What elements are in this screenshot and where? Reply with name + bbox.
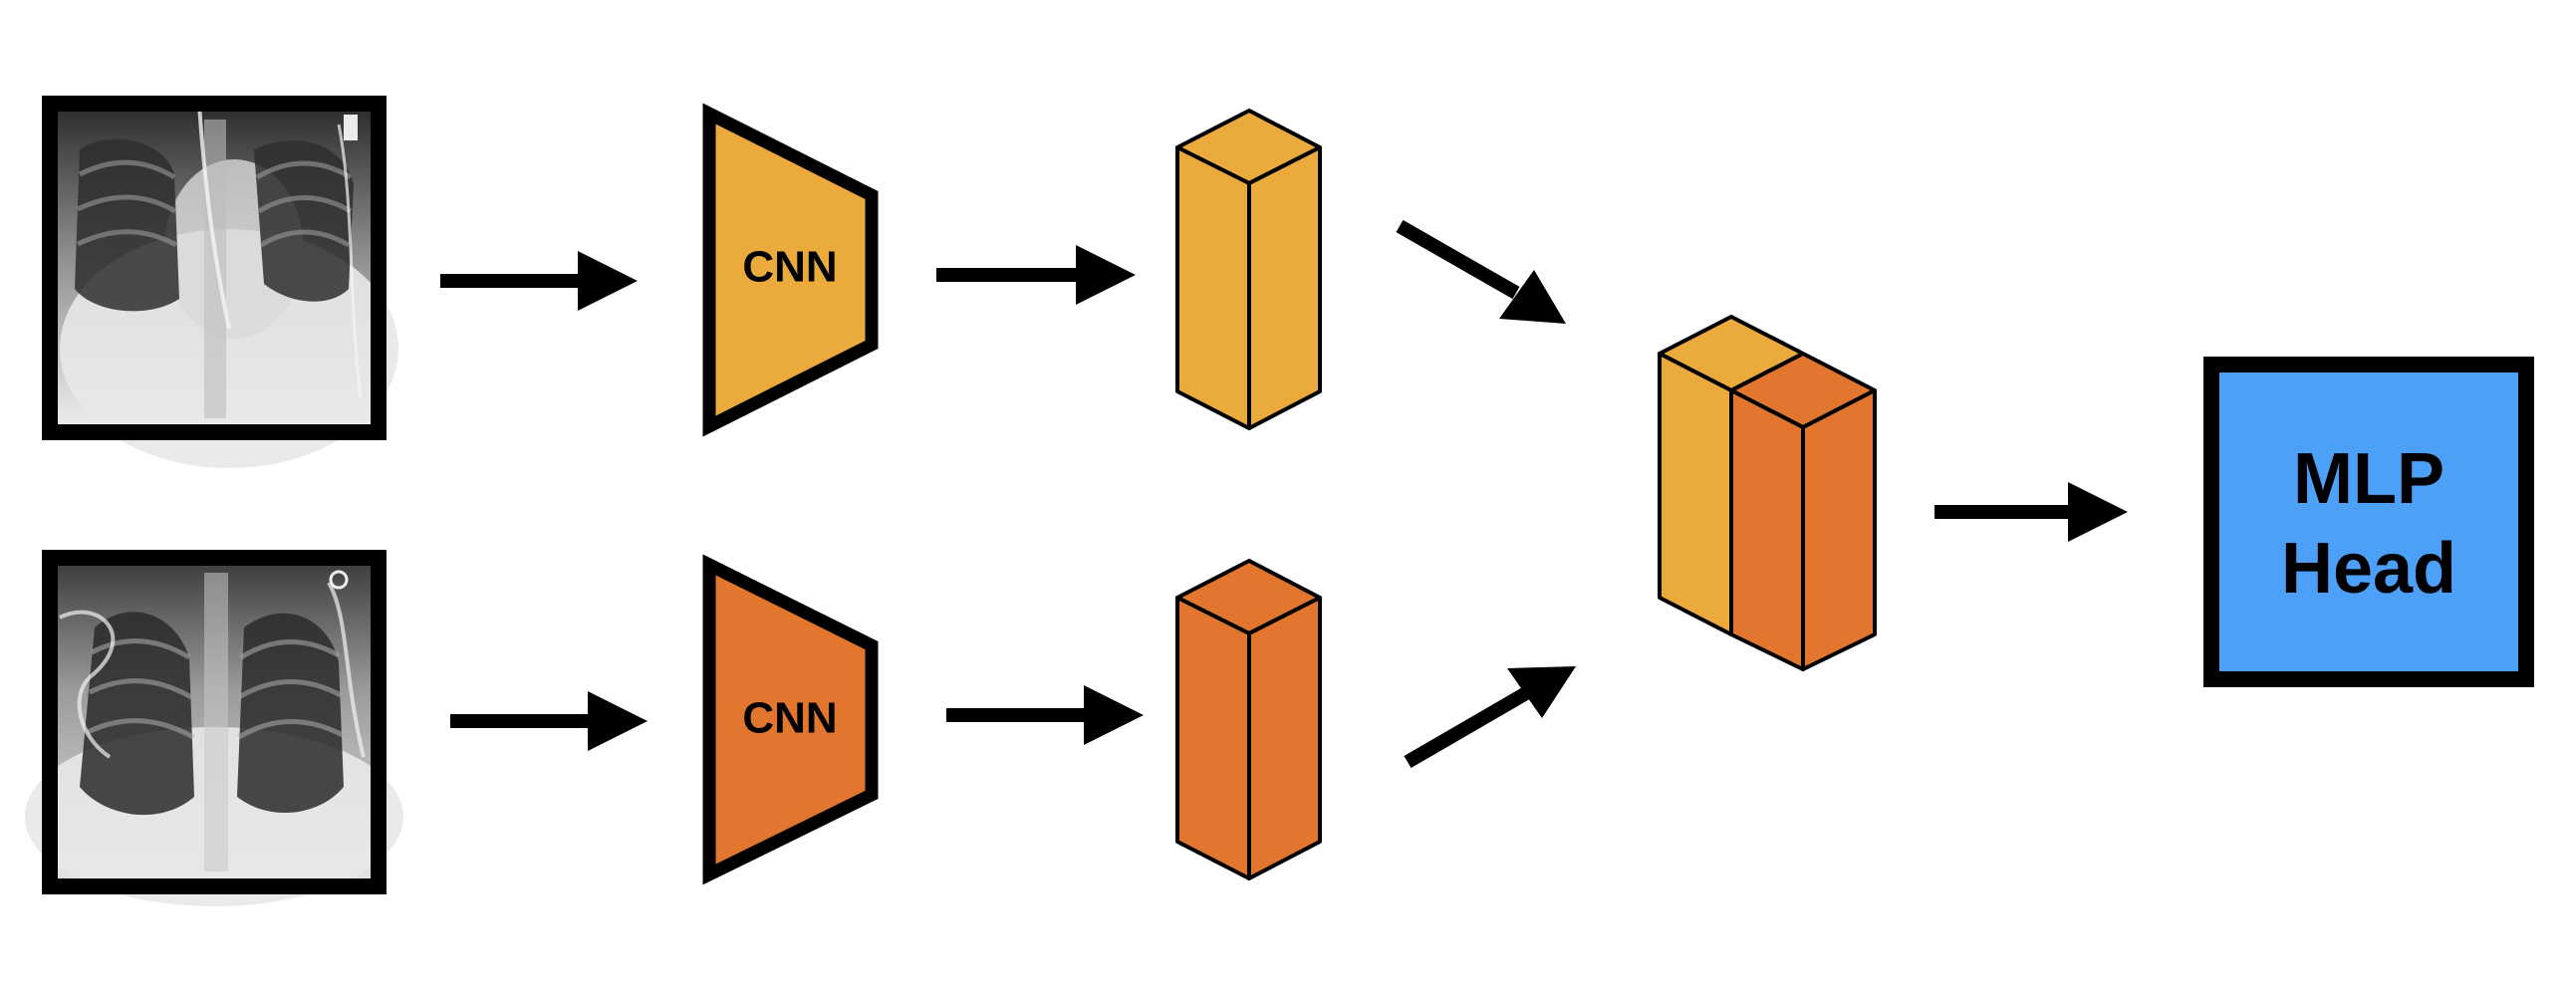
arrow-features-bottom-to-concat: [1404, 666, 1576, 769]
feature-vector-bottom: [1175, 559, 1322, 880]
mlp-head-label-line1: MLP: [2293, 439, 2445, 519]
mlp-head: MLP Head: [2203, 357, 2534, 687]
cnn-encoder-bottom: CNN: [702, 554, 879, 885]
concatenated-features: [1658, 315, 1877, 671]
feature-vector-top: [1175, 109, 1322, 430]
cnn-bottom-label: CNN: [742, 694, 837, 743]
arrow-features-top-to-concat: [1396, 219, 1566, 324]
cnn-top-label: CNN: [742, 243, 837, 292]
cnn-encoder-top: CNN: [702, 103, 879, 437]
arrow-cnn-top-to-features: [936, 245, 1136, 305]
xray-image-top: [42, 96, 398, 468]
arrow-concat-to-mlp: [1934, 482, 2128, 542]
mlp-head-label-line2: Head: [2281, 529, 2456, 609]
arrow-xray-top-to-cnn: [440, 251, 638, 311]
xray-image-bottom: [25, 550, 403, 906]
arrow-xray-bottom-to-cnn: [450, 691, 647, 751]
arrow-cnn-bottom-to-features: [946, 685, 1144, 745]
